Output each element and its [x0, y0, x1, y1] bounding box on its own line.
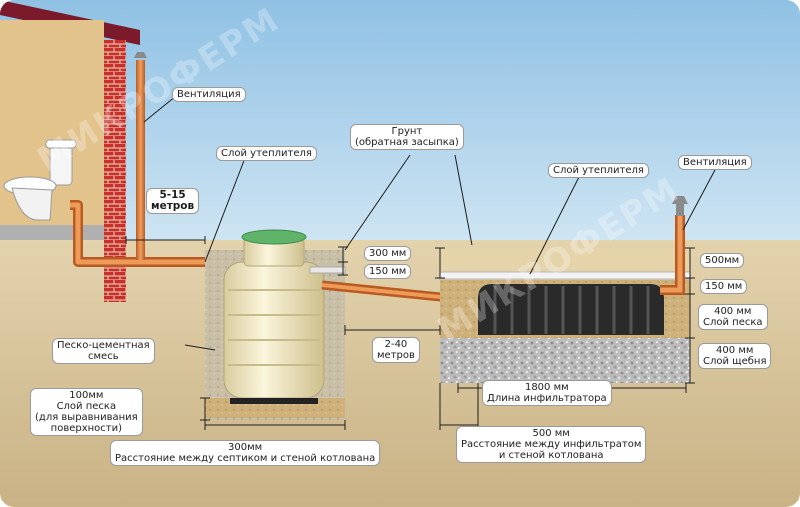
label-insulation-left: Слой утеплителя [216, 146, 317, 161]
toilet-icon [3, 139, 77, 221]
septic-tank [223, 229, 325, 404]
gravel-layer [440, 338, 690, 383]
label-ventilation-left: Вентиляция [172, 87, 246, 102]
label-dim-300: 300 мм [364, 246, 412, 261]
dimension-lines [125, 236, 695, 430]
label-insulation-right: Слой утеплителя [548, 163, 649, 178]
label-dim-150-left: 150 мм [364, 264, 412, 279]
insulation-slab-right [439, 271, 691, 280]
vent-cap-right [672, 196, 688, 204]
ventilation-pipe-left [136, 60, 145, 260]
vent-cap-left [134, 52, 147, 58]
house-floor [0, 225, 104, 240]
tank-lid [241, 229, 307, 245]
label-soil-backfill: Грунт(обратная засыпка) [350, 124, 464, 150]
label-dim-500: 500мм [700, 253, 745, 268]
infiltrator [478, 284, 664, 335]
label-ventilation-right: Вентиляция [678, 155, 752, 170]
label-dim-150-right: 150 мм [700, 279, 748, 294]
leader-lines [143, 95, 717, 351]
brick-wall [104, 40, 126, 302]
